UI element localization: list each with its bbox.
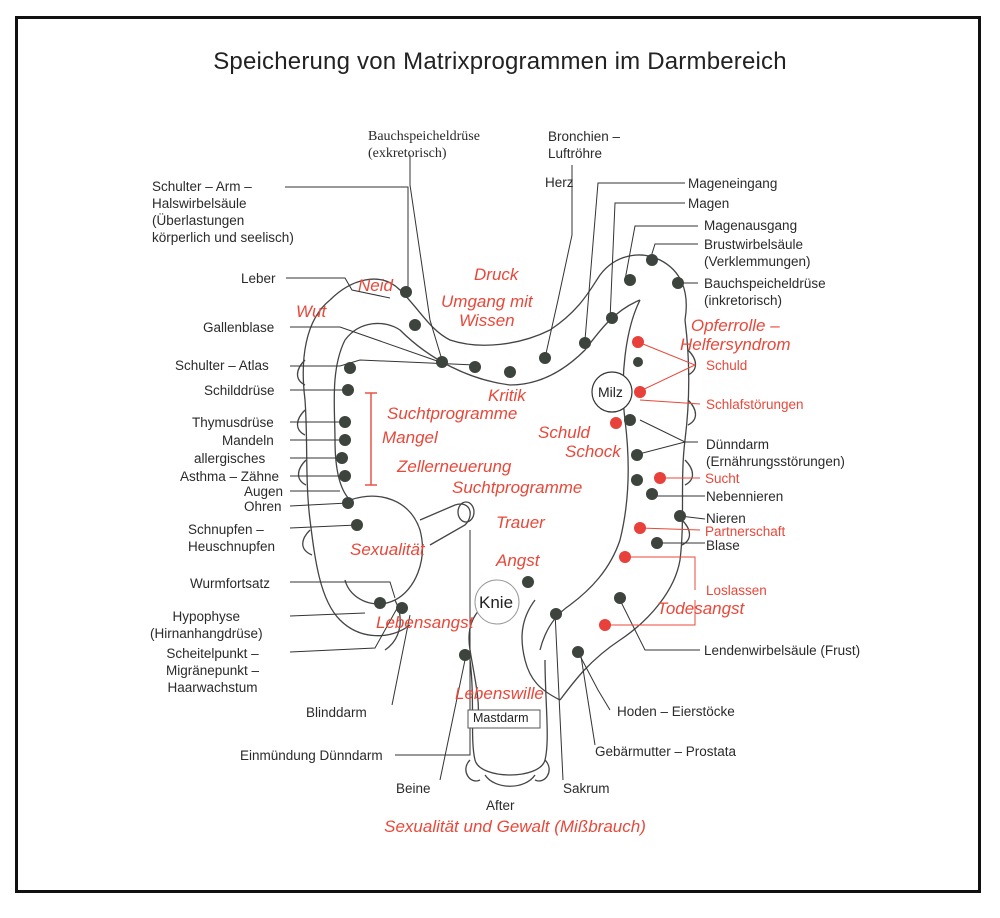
label-bronchien: Bronchien – Luftröhre [548,129,621,161]
mastdarm-box [467,709,541,729]
emotion-kritik: Kritik [488,386,526,405]
knie-circle [474,579,520,625]
emotion-angst: Angst [496,551,540,570]
emotion-footer: Sexualität und Gewalt (Mißbrauch) [384,817,646,836]
label-schulter-arm: Schulter – Arm – Halswirbelsäule (Überla… [152,179,294,245]
emotion-suchtprogramme-2: Suchtprogramme [452,478,583,497]
label-after: After [486,798,515,813]
emotion-sucht: Sucht [705,471,740,486]
label-einmuendung-duenndarm: Einmündung Dünndarm [240,748,383,763]
emotion-neid: Neid [358,276,393,295]
label-mandeln: Mandeln [222,433,274,448]
emotion-schlafstoerungen: Schlafstörungen [706,397,804,412]
emotion-opferrolle: Opferrolle – Helfersyndrom [680,316,791,354]
emotion-lebensangst: Lebensangst [376,613,474,632]
storage-points [336,254,686,661]
emotion-lebenswille: Lebenswille [455,684,544,703]
colon-outline [296,254,697,787]
emotion-druck: Druck [474,265,519,284]
label-magen: Magen [688,196,730,211]
label-milz: Milz [598,384,623,400]
label-sakrum: Sakrum [563,781,610,796]
label-gallenblase: Gallenblase [203,320,275,335]
label-schnupfen: Schnupfen – Heuschnupfen [188,522,276,554]
label-magenausgang: Magenausgang [704,218,798,233]
label-herz: Herz [545,175,574,190]
label-lendenwirbelsaeule: Lendenwirbelsäule (Frust) [704,643,861,658]
emotion-todesangst: Todesangst [657,599,745,618]
red-points [599,336,666,631]
emotion-mangel: Mangel [382,428,438,447]
emotion-sexualitaet: Sexualität [350,540,425,559]
label-nebennieren: Nebennieren [706,489,784,504]
label-blase: Blase [706,538,740,553]
emotion-schock: Schock [565,442,621,461]
label-pankreas-exkretorisch: Bauchspeicheldrüse (exkretorisch) [368,129,480,161]
emotion-wut: Wut [296,302,327,321]
label-augen: Augen [244,484,284,499]
label-gebaermutter: Gebärmutter – Prostata [595,744,737,759]
label-asthma: Asthma – Zähne [180,469,280,484]
emotion-zellerneuerung: Zellerneuerung [397,457,512,476]
emotion-umgang-mit-wissen: Umgang mit Wissen [441,292,533,330]
label-scheitelpunkt: Scheitelpunkt – Migränepunkt – Haarwachs… [166,646,260,695]
label-leber: Leber [241,271,276,286]
label-schilddruese: Schilddrüse [204,383,275,398]
emotion-suchtprogramme-1: Suchtprogramme [387,404,518,423]
label-wurmfortsatz: Wurmfortsatz [190,576,271,591]
label-hoden: Hoden – Eierstöcke [617,704,735,719]
label-pankreas-inkretorisch: Bauchspeicheldrüse (inkretorisch) [704,276,826,308]
emotion-partnerschaft: Partnerschaft [705,524,786,539]
label-nieren: Nieren [706,511,746,526]
emotion-schuld-small: Schuld [706,358,748,373]
label-hypophyse: Hypophyse (Hirnanhangdrüse) [150,609,263,641]
emotion-schuld: Schuld [538,423,590,442]
label-duenndarm: Dünndarm (Ernährungsstörungen) [706,437,845,469]
label-beine: Beine [396,781,431,796]
milz-circle [591,371,633,413]
emotion-trauer: Trauer [496,513,545,532]
diagram-title: Speicherung von Matrixprogrammen im Darm… [213,48,787,75]
label-thymusdruese: Thymusdrüse [192,415,274,430]
label-allergisches: allergisches [194,451,266,466]
label-blinddarm: Blinddarm [306,705,367,720]
label-mastdarm: Mastdarm [473,711,529,725]
label-mageneingang: Mageneingang [688,176,778,191]
image-frame [15,16,981,893]
label-brustwirbelsaeule: Brustwirbelsäule (Verklemmungen) [704,237,811,269]
label-knie: Knie [479,593,514,612]
emotion-loslassen: Loslassen [706,583,767,598]
label-ohren: Ohren [244,499,282,514]
label-schulter-atlas: Schulter – Atlas [175,358,269,373]
